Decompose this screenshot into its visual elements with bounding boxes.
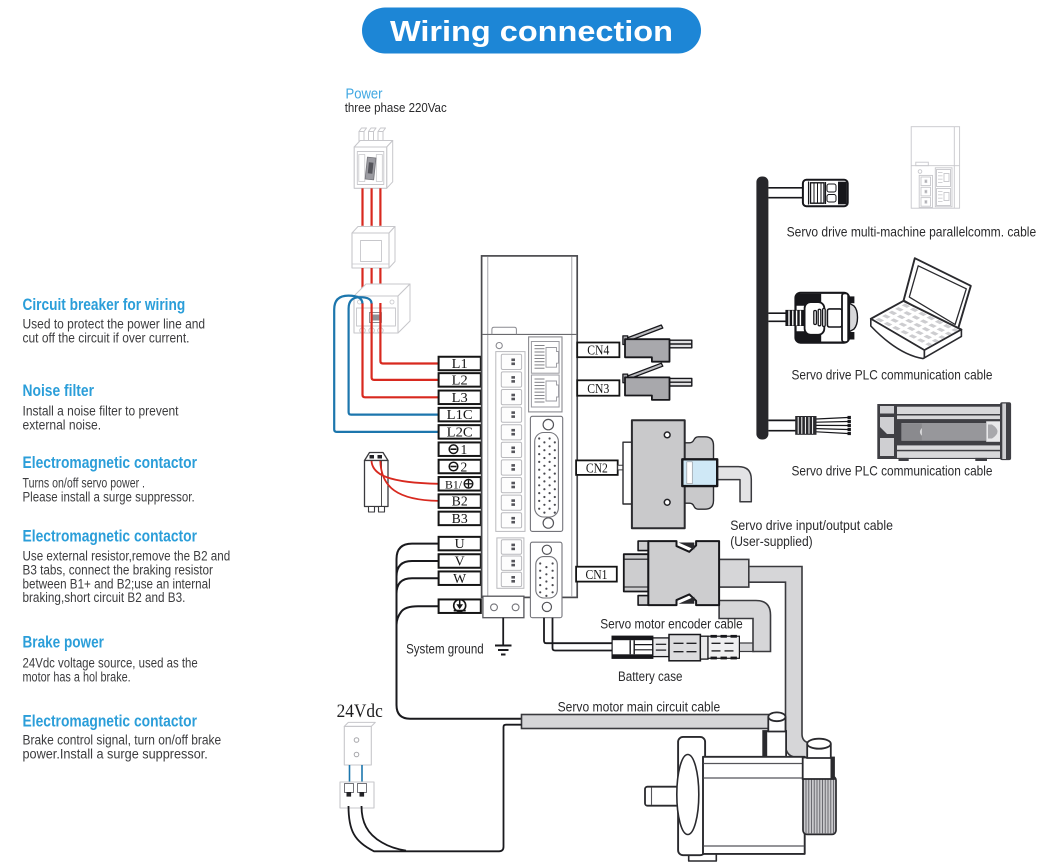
svg-text:1: 1 [461, 442, 468, 457]
svg-text:(User-supplied): (User-supplied) [730, 533, 813, 549]
svg-text:Servo motor encoder cable: Servo motor encoder cable [600, 617, 743, 632]
svg-text:B3 tabs, connect the braking r: B3 tabs, connect the braking resistor [23, 562, 214, 577]
svg-text:Used to protect the power line: Used to protect the power line and [23, 317, 206, 332]
svg-text:CN1: CN1 [585, 567, 607, 582]
svg-text:L3: L3 [452, 390, 468, 405]
svg-text:Servo drive input/output cable: Servo drive input/output cable [730, 517, 893, 533]
svg-text:B3: B3 [452, 511, 468, 526]
svg-text:24Vdc voltage source, used as: 24Vdc voltage source, used as the [23, 656, 198, 671]
svg-text:Servo motor main circuit cable: Servo motor main circuit cable [558, 699, 721, 714]
svg-text:Turns on/off servo power .: Turns on/off servo power . [23, 476, 146, 491]
svg-text:motor has a hol brake.: motor has a hol brake. [23, 669, 131, 684]
svg-text:B2: B2 [452, 494, 468, 509]
svg-text:L1C: L1C [447, 407, 473, 422]
svg-text:Battery case: Battery case [618, 669, 683, 684]
svg-text:2: 2 [461, 459, 468, 474]
svg-text:power.Install a surge suppress: power.Install a surge suppressor. [23, 747, 208, 762]
svg-text:Please install a surge suppres: Please install a surge suppressor. [23, 490, 195, 505]
svg-text:L2: L2 [452, 373, 468, 388]
svg-text:Power: Power [346, 87, 383, 103]
svg-text:Electromagnetic contactor: Electromagnetic contactor [23, 453, 198, 472]
svg-text:Servo drive multi-machine para: Servo drive multi-machine parallelcomm. … [787, 224, 1037, 240]
svg-text:L2C: L2C [447, 425, 473, 440]
svg-text:Noise filter: Noise filter [23, 381, 95, 400]
svg-text:W: W [453, 571, 466, 586]
svg-text:Servo drive PLC communication: Servo drive PLC communication cable [792, 367, 993, 383]
svg-text:external noise.: external noise. [23, 417, 102, 432]
svg-text:24Vdc: 24Vdc [337, 701, 383, 722]
svg-text:V: V [455, 554, 465, 569]
svg-text:braking,short circuit B2 and B: braking,short circuit B2 and B3. [23, 590, 186, 605]
svg-text:B1/: B1/ [445, 479, 463, 491]
svg-text:Install a noise filter to prev: Install a noise filter to prevent [23, 404, 179, 419]
svg-text:Brake control signal, turn on/: Brake control signal, turn on/off brake [23, 733, 222, 748]
svg-text:Wiring connection: Wiring connection [390, 16, 673, 48]
svg-text:Electromagnetic contactor: Electromagnetic contactor [23, 526, 198, 545]
svg-text:CN2: CN2 [586, 460, 608, 475]
svg-text:Brake power: Brake power [23, 633, 105, 652]
svg-text:CN3: CN3 [587, 381, 609, 396]
svg-text:U: U [455, 536, 465, 551]
svg-text:Servo drive PLC communication: Servo drive PLC communication cable [792, 462, 993, 478]
svg-text:Use external resistor,remove t: Use external resistor,remove the B2 and [23, 549, 231, 564]
svg-text:three phase 220Vac: three phase 220Vac [345, 100, 447, 115]
svg-text:Electromagnetic contactor: Electromagnetic contactor [23, 711, 198, 730]
svg-text:CN4: CN4 [587, 343, 609, 358]
svg-text:L1: L1 [452, 356, 468, 371]
svg-text:cut off the circuit if over cu: cut off the circuit if over current. [23, 330, 190, 345]
svg-text:between B1+ and B2;use an inte: between B1+ and B2;use an internal [23, 576, 211, 591]
svg-text:System ground: System ground [406, 641, 484, 657]
svg-text:Circuit breaker for wiring: Circuit breaker for wiring [23, 295, 186, 314]
